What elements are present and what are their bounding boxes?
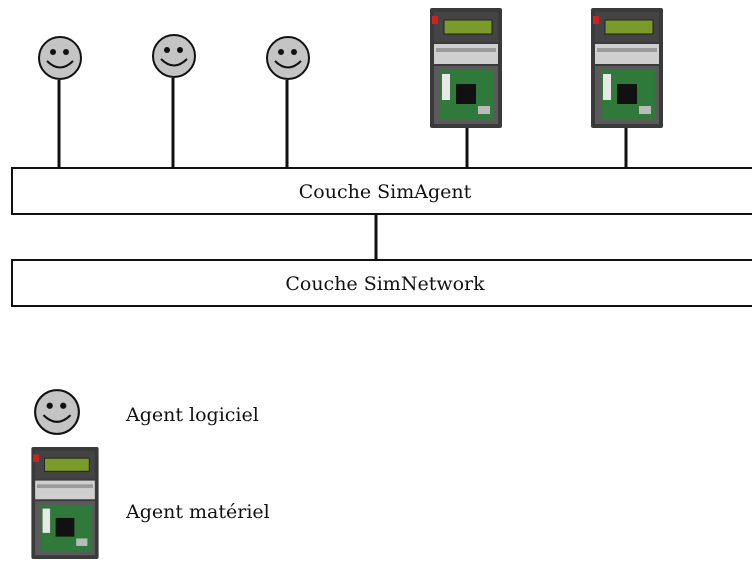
legend: Agent logiciel Agent matériel [30, 389, 270, 559]
legend-software-agent-label: Agent logiciel [125, 404, 259, 426]
simnetwork-layer-label: Couche SimNetwork [285, 273, 485, 295]
microcontroller-board-icon [30, 447, 100, 559]
smiley-face-icon [266, 36, 310, 80]
smiley-face-icon [38, 36, 82, 80]
simnetwork-layer-box [11, 259, 752, 307]
simnetwork-layer: Couche SimNetwork [11, 259, 752, 307]
simagent-layer-box [11, 167, 752, 215]
microcontroller-board-icon [591, 8, 663, 128]
smiley-face-icon [34, 389, 80, 435]
legend-hardware-agent-label: Agent matériel [125, 501, 270, 523]
microcontroller-board-icon [430, 8, 502, 128]
smiley-face-icon [152, 34, 196, 78]
hardware-agents [430, 8, 663, 128]
software-agents [38, 34, 310, 80]
agent-connectors [57, 78, 628, 168]
simagent-layer: Couche SimAgent [11, 167, 752, 215]
simagent-layer-label: Couche SimAgent [299, 181, 472, 203]
